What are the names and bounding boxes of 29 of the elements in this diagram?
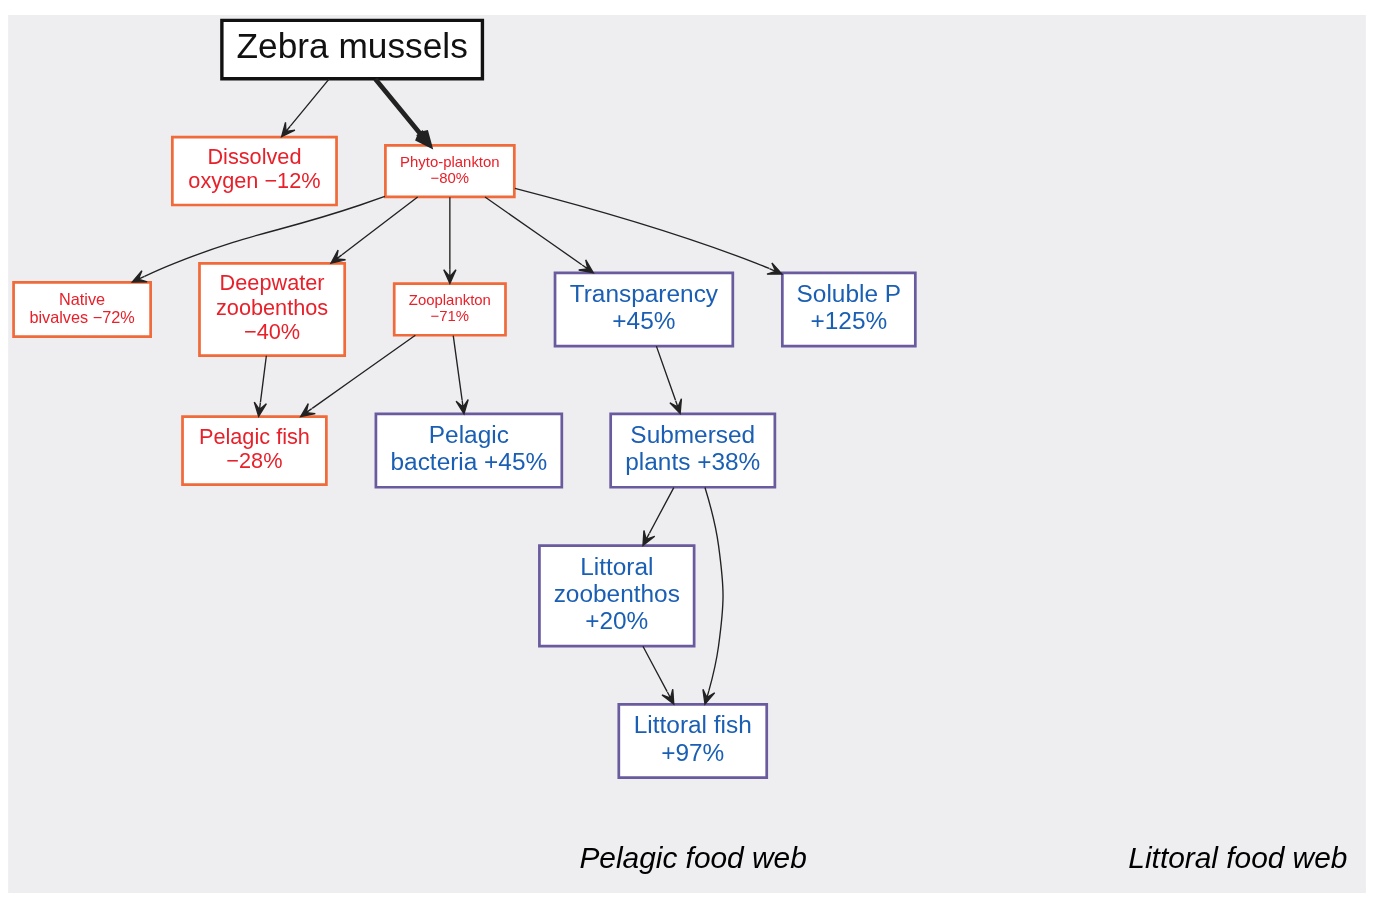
arrow — [443, 196, 457, 285]
arrow — [300, 334, 417, 418]
node-box: Littoral fish +97% — [617, 703, 769, 779]
node-box: Littoral zoobenthos +20% — [538, 544, 696, 648]
node-box: Transparency +45% — [553, 271, 735, 348]
node-box: Zooplankton −71% — [392, 282, 507, 337]
arrow — [702, 486, 724, 705]
node-box: Submersed plants +38% — [609, 412, 777, 489]
arrow — [330, 196, 419, 264]
node-box: Soluble P +125% — [780, 271, 917, 348]
arrow — [280, 78, 330, 138]
label: Littoral food web — [1128, 841, 1348, 875]
arrow — [642, 486, 675, 547]
node-box: Phyto-plankton −80% — [384, 143, 516, 199]
node-box: Pelagic bacteria +45% — [374, 412, 564, 489]
arrow — [131, 195, 386, 283]
arrow — [253, 355, 268, 418]
arrow — [373, 77, 432, 148]
arrow — [655, 345, 683, 415]
arrow — [514, 187, 783, 275]
arrow — [642, 645, 675, 705]
arrow — [484, 196, 594, 274]
node-box: Zebra mussels — [220, 18, 485, 81]
node-box: Deepwater zoobenthos −40% — [198, 262, 347, 357]
node-box: Pelagic fish −28% — [181, 415, 328, 486]
label: Pelagic food web — [579, 841, 807, 875]
node-box: Dissolved oxygen −12% — [171, 135, 338, 207]
arrow — [452, 334, 469, 415]
node-box: Native bivalves −72% — [12, 281, 152, 338]
